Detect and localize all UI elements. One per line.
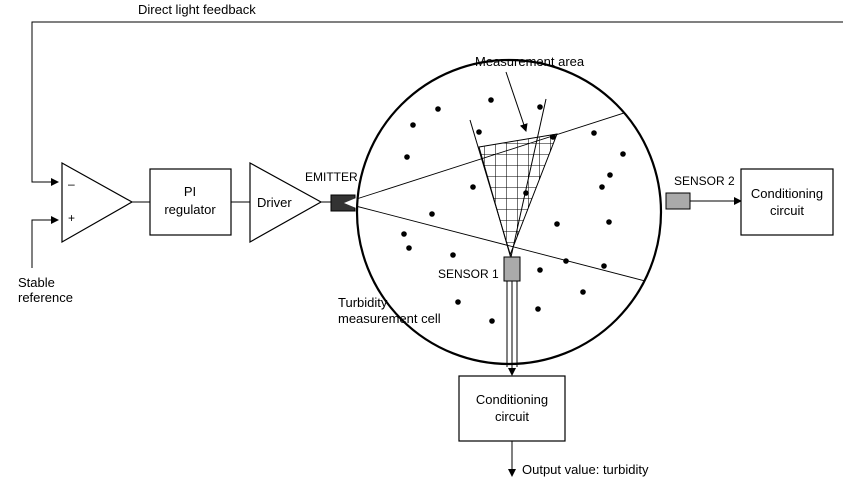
pi-label-2: regulator [164,202,216,217]
driver-label: Driver [257,195,292,210]
reference-label-1: Stable [18,275,55,290]
sensor1-block [503,256,521,282]
conditioning-right-label-2: circuit [770,203,804,218]
sensor1-cone-right [510,98,547,258]
measurement-area-arrow [505,71,528,132]
feedback-label: Direct light feedback [138,2,256,17]
conditioning-circuit-right-box [740,168,834,236]
amplifier-triangle [61,161,134,244]
conditioning-circuit-bottom-box [458,375,566,442]
measurement-cell [355,58,663,366]
reference-label-2: reference [18,290,73,305]
output-label: Output value: turbidity [522,462,649,477]
pi-label-1: PI [184,184,196,199]
cell-label-1: Turbidity [338,295,388,310]
driver-triangle [249,161,323,244]
sensor2-block [665,192,691,210]
measurement-area-label: Measurement area [475,54,585,69]
amplifier-plus: + [68,211,75,225]
particles [401,97,626,324]
amplifier-minus: – [68,177,75,191]
sensor2-label: SENSOR 2 [674,174,735,188]
feedback-line [31,21,843,186]
cell-label-2: measurement cell [338,311,441,326]
conditioning-right-label-1: Conditioning [751,186,823,201]
measurement-area-hatch [478,133,558,257]
sensor1-label: SENSOR 1 [438,267,499,281]
reference-line [31,216,59,268]
conditioning-bottom-label-1: Conditioning [476,392,548,407]
emitter-label: EMITTER [305,170,358,184]
conditioning-bottom-label-2: circuit [495,409,529,424]
emitter-lens [344,198,356,208]
sensor1-cone-left [469,119,512,258]
